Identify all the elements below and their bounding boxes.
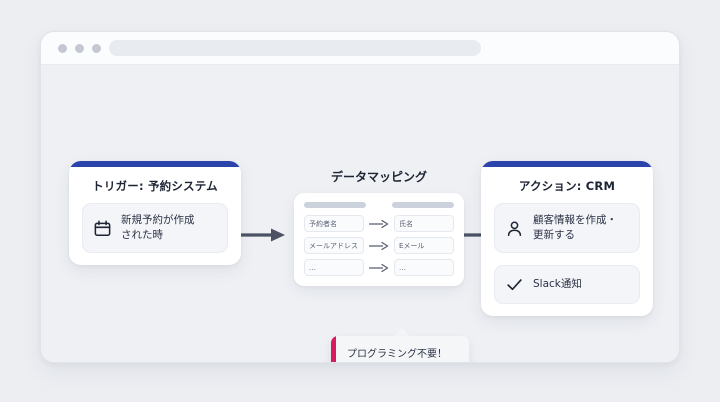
action-item-label: Slack通知 [533, 278, 582, 291]
action-item-slack-notification[interactable]: Slack通知 [494, 265, 640, 305]
mapping-target-field[interactable]: Eメール [394, 237, 454, 254]
user-icon [505, 219, 524, 238]
diagram-canvas: トリガー: 予約システム 新規予約が作成 された時 [41, 65, 679, 362]
trigger-item-new-booking[interactable]: 新規予約が作成 された時 [82, 203, 228, 254]
browser-chrome [41, 32, 679, 65]
browser-window: トリガー: 予約システム 新規予約が作成 された時 [40, 31, 680, 363]
trigger-card-accent-bar [69, 161, 241, 167]
trigger-card-title: トリガー: 予約システム [92, 179, 218, 193]
dot-green-icon[interactable] [92, 44, 101, 53]
no-coding-callout: プログラミング不要！ [331, 336, 469, 362]
mapping-row[interactable]: 予約者名 氏名 [304, 215, 454, 232]
check-icon [505, 275, 524, 294]
mapping-column-headers [304, 202, 454, 208]
mapping-source-field[interactable]: … [304, 259, 364, 276]
mapping-header-placeholder-target [392, 202, 454, 208]
mapping-source-field[interactable]: メールアドレス [304, 237, 364, 254]
calendar-icon [93, 219, 112, 238]
action-card-title: アクション: CRM [518, 179, 616, 193]
action-item-label: 顧客情報を作成・ 更新する [533, 214, 617, 242]
mapping-title: データマッピング [330, 170, 427, 184]
arrow-right-icon [369, 241, 389, 251]
callout-pointer [393, 328, 411, 337]
trigger-item-label: 新規予約が作成 された時 [121, 214, 195, 242]
dot-yellow-icon[interactable] [75, 44, 84, 53]
mapping-header-placeholder-source [304, 202, 366, 208]
callout-text: プログラミング不要！ [347, 348, 447, 360]
mapping-row[interactable]: メールアドレス Eメール [304, 237, 454, 254]
arrow-right-icon [369, 263, 389, 273]
arrow-trigger-to-mapping [241, 227, 287, 247]
action-card[interactable]: アクション: CRM 顧客情報を作成・ 更新する Slack通知 [481, 161, 653, 317]
callout-accent-bar [331, 336, 336, 362]
window-traffic-lights [58, 44, 101, 53]
trigger-card[interactable]: トリガー: 予約システム 新規予約が作成 された時 [69, 161, 241, 266]
action-item-create-update-customer[interactable]: 顧客情報を作成・ 更新する [494, 203, 640, 254]
mapping-target-field[interactable]: 氏名 [394, 215, 454, 232]
mapping-card[interactable]: 予約者名 氏名 メールアドレス Eメール [294, 193, 464, 286]
mapping-source-field[interactable]: 予約者名 [304, 215, 364, 232]
mapping-row[interactable]: … … [304, 259, 454, 276]
mapping-target-field[interactable]: … [394, 259, 454, 276]
dot-red-icon[interactable] [58, 44, 67, 53]
action-card-accent-bar [481, 161, 653, 167]
arrow-right-icon [369, 219, 389, 229]
address-bar[interactable] [109, 40, 481, 56]
